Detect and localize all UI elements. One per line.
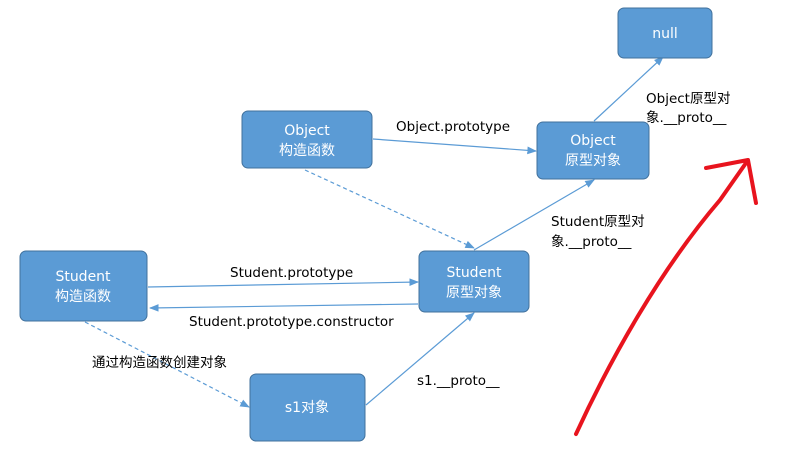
label-student-proto-chain-line2: 象.__proto__ (551, 234, 632, 250)
node-object-prototype-box (536, 121, 650, 180)
edge-student-ctor-to-s1 (84, 321, 250, 408)
label-student-prototype: Student.prototype (230, 265, 353, 281)
edge-object-ctor-to-student-proto (304, 169, 475, 249)
node-student-prototype: Student 原型对象 (418, 250, 530, 313)
node-s1-box (249, 373, 366, 442)
node-s1: s1对象 (249, 373, 366, 442)
node-object-prototype-line2: 原型对象 (565, 153, 621, 169)
node-student-prototype-box (418, 250, 530, 313)
edge-student-proto-to-student-ctor (149, 303, 419, 312)
node-student-constructor-line1: Student (55, 269, 111, 285)
node-object-constructor-line2: 构造函数 (279, 143, 335, 159)
edge-labels: Object.prototype Object原型对 象.__proto__ S… (92, 91, 730, 389)
label-object-proto-chain-line2: 象.__proto__ (646, 110, 727, 126)
node-s1-label: s1对象 (285, 400, 329, 416)
node-student-prototype-line1: Student (446, 265, 502, 281)
edges (84, 56, 664, 408)
node-student-prototype-line2: 原型对象 (446, 285, 502, 301)
label-student-constructor: Student.prototype.constructor (189, 314, 394, 330)
node-object-constructor-line1: Object (284, 123, 330, 139)
nodes: null Object 构造函数 Object 原型对象 Student 构造函… (19, 7, 713, 442)
label-create-instance: 通过构造函数创建对象 (92, 355, 227, 371)
node-object-prototype-line1: Object (570, 133, 616, 149)
edge-student-proto-to-object-proto (473, 179, 595, 251)
label-s1-proto: s1.__proto__ (417, 373, 500, 389)
label-object-prototype: Object.prototype (396, 119, 510, 135)
red-annotation-arrow (574, 158, 758, 436)
node-object-constructor-box (241, 110, 373, 169)
edge-student-ctor-to-student-proto (147, 278, 419, 288)
label-student-proto-chain-line1: Student原型对 (551, 214, 645, 230)
node-student-constructor-line2: 构造函数 (55, 289, 111, 305)
red-arrow-head (704, 158, 758, 205)
node-null: null (617, 7, 713, 59)
label-object-proto-chain-line1: Object原型对 (646, 91, 730, 107)
edge-object-ctor-to-object-proto (372, 138, 537, 155)
node-null-box (617, 7, 713, 59)
edge-object-proto-to-null (593, 56, 664, 122)
red-arrow-shaft (574, 161, 748, 436)
edge-s1-to-student-proto (365, 312, 475, 406)
node-student-constructor-box (19, 250, 148, 322)
node-student-constructor: Student 构造函数 (19, 250, 148, 322)
node-null-label: null (652, 26, 678, 42)
node-object-prototype: Object 原型对象 (536, 121, 650, 180)
node-object-constructor: Object 构造函数 (241, 110, 373, 169)
